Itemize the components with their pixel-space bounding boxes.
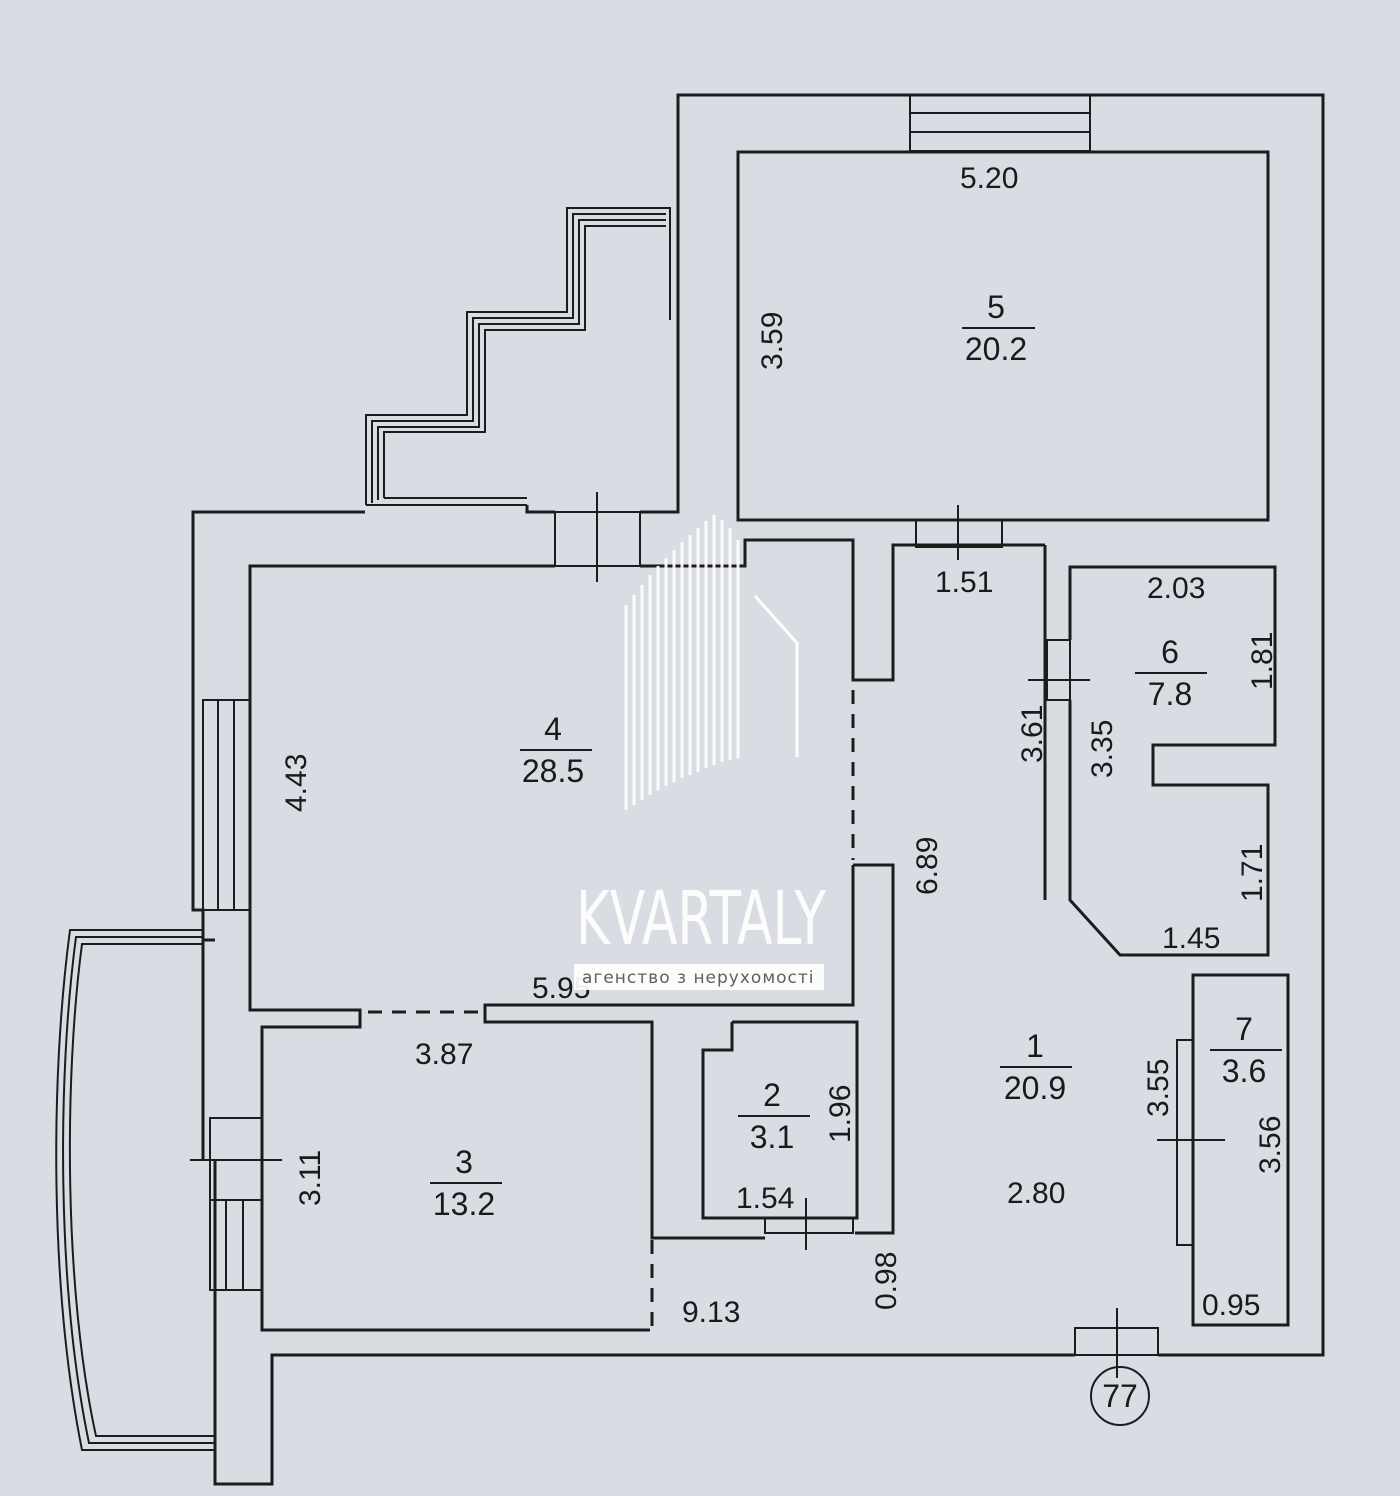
dim-label: 2.03 xyxy=(1147,572,1205,605)
room-5-number: 5 xyxy=(987,289,1005,325)
dim-label: 4.43 xyxy=(280,754,313,812)
room-7-walls xyxy=(1157,973,1290,1327)
dim-label: 0.95 xyxy=(1202,1289,1260,1322)
room-2-walls xyxy=(701,1020,859,1250)
dim-label: 0.98 xyxy=(870,1252,903,1310)
curved-balcony xyxy=(55,929,215,1451)
entrance-marker-label: 77 xyxy=(1102,1378,1138,1414)
entrance-door: 77 xyxy=(1074,1308,1159,1426)
watermark-brand: KVARTALY xyxy=(576,876,827,962)
dim-label: 1.51 xyxy=(935,566,993,599)
dim-label: 1.54 xyxy=(736,1182,794,1215)
room-2-area: 3.1 xyxy=(750,1119,794,1155)
door-openings xyxy=(554,492,1003,582)
room-3-area: 13.2 xyxy=(433,1186,495,1222)
room-labels: 5 20.2 4 28.5 6 7.8 1 20.9 7 3.6 2 3.1 3… xyxy=(430,289,1282,1222)
room-5-area: 20.2 xyxy=(965,331,1027,367)
room-7-area: 3.6 xyxy=(1222,1053,1266,1089)
entrance-marker-circle xyxy=(1090,1366,1150,1426)
dim-label: 1.96 xyxy=(824,1085,857,1143)
room-6-walls xyxy=(1028,565,1277,957)
room-4-walls xyxy=(248,538,1045,1332)
outer-walls xyxy=(191,93,1325,1486)
dim-label: 3.61 xyxy=(1016,705,1049,763)
dim-label: 2.80 xyxy=(1007,1177,1065,1210)
room-1-area: 20.9 xyxy=(1004,1070,1066,1106)
dim-label: 3.87 xyxy=(415,1038,473,1071)
dimension-labels: 5.20 3.59 1.51 2.03 1.81 3.61 3.35 4.43 … xyxy=(280,162,1287,1329)
dim-label: 3.55 xyxy=(1142,1059,1175,1117)
dim-label: 3.56 xyxy=(1254,1116,1287,1174)
room-6-number: 6 xyxy=(1161,634,1179,670)
room-2-number: 2 xyxy=(763,1077,781,1113)
dim-label: 3.35 xyxy=(1086,720,1119,778)
dim-label: 6.89 xyxy=(911,837,944,895)
dim-label: 9.13 xyxy=(682,1296,740,1329)
watermark-logo xyxy=(624,515,799,810)
window-left-room-3 xyxy=(190,1117,282,1291)
room-3-number: 3 xyxy=(455,1144,473,1180)
dim-label: 1.45 xyxy=(1162,922,1220,955)
dim-label: 1.71 xyxy=(1236,844,1269,902)
window-left-room-4 xyxy=(202,699,251,911)
watermark-tagline: агенство з нерухомості xyxy=(582,968,815,988)
room-4-area: 28.5 xyxy=(522,753,584,789)
room-7-number: 7 xyxy=(1235,1011,1253,1047)
dim-label: 3.59 xyxy=(756,312,789,370)
window-top xyxy=(909,94,1091,152)
dim-label: 3.11 xyxy=(294,1150,327,1206)
watermark: KVARTALY агенство з нерухомості xyxy=(574,515,827,990)
room-4-number: 4 xyxy=(544,711,562,747)
stepped-terrace xyxy=(365,207,671,506)
room-1-number: 1 xyxy=(1026,1028,1044,1064)
dim-label: 5.20 xyxy=(960,162,1018,195)
watermark-tagline-bg xyxy=(574,964,824,990)
dim-label: 1.81 xyxy=(1246,632,1279,690)
room-6-area: 7.8 xyxy=(1148,676,1192,712)
